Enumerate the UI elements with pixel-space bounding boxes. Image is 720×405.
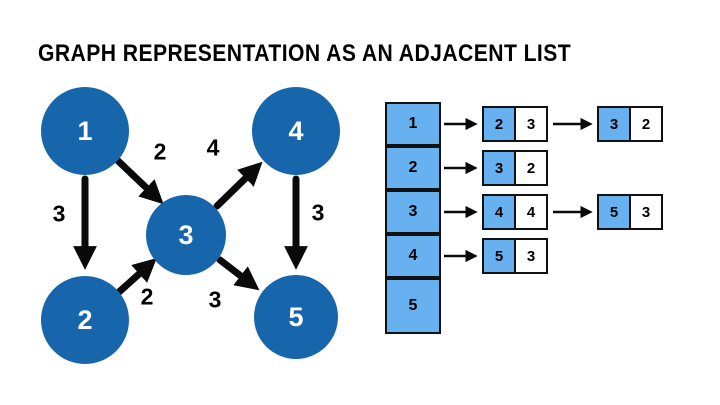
graph-node-2: 2 [41,276,129,364]
adj-node-cell: 4 [482,194,516,230]
edge-weight-2-3: 2 [140,283,154,310]
adj-node-cell: 2 [482,106,516,142]
adj-node-cell: 5 [482,238,516,274]
adj-pair-row3-entry2: 5 3 [597,194,663,230]
array-cell-2: 2 [385,146,441,190]
edge-weight-1-3: 2 [153,138,167,165]
edge-arrow-1-3 [111,154,164,205]
edge-weight-3-4: 4 [206,134,220,161]
adj-weight-cell: 3 [514,106,548,142]
graph-node-1: 1 [41,87,129,175]
adj-weight-cell: 4 [514,194,548,230]
array-cell-3: 3 [385,190,441,234]
adj-weight-cell: 2 [629,106,663,142]
edge-weight-1-2: 3 [52,200,66,227]
edge-arrow-2-3 [115,258,157,296]
array-cell-4: 4 [385,234,441,278]
adj-pair-row2-entry1: 3 2 [482,150,548,186]
graph-node-3: 3 [146,195,226,275]
adj-weight-cell: 3 [514,238,548,274]
adj-node-cell: 3 [597,106,631,142]
adj-weight-cell: 3 [629,194,663,230]
edge-arrow-3-5 [216,256,260,291]
adj-node-cell: 3 [482,150,516,186]
array-cell-1: 1 [385,102,441,146]
adj-pair-row1-entry2: 3 2 [597,106,663,142]
graph-node-5: 5 [254,275,338,359]
adj-pair-row1-entry1: 2 3 [482,106,548,142]
edge-weight-3-5: 3 [208,286,222,313]
adj-node-cell: 5 [597,194,631,230]
edge-arrow-3-4 [213,161,263,210]
graph-node-4: 4 [252,87,340,175]
adj-pair-row4-entry1: 5 3 [482,238,548,274]
array-cell-5: 5 [385,278,441,334]
page-title: GRAPH REPRESENTATION AS AN ADJACENT LIST [38,40,572,67]
adj-pair-row3-entry1: 4 4 [482,194,548,230]
edge-weight-4-5: 3 [311,199,325,226]
adj-weight-cell: 2 [514,150,548,186]
